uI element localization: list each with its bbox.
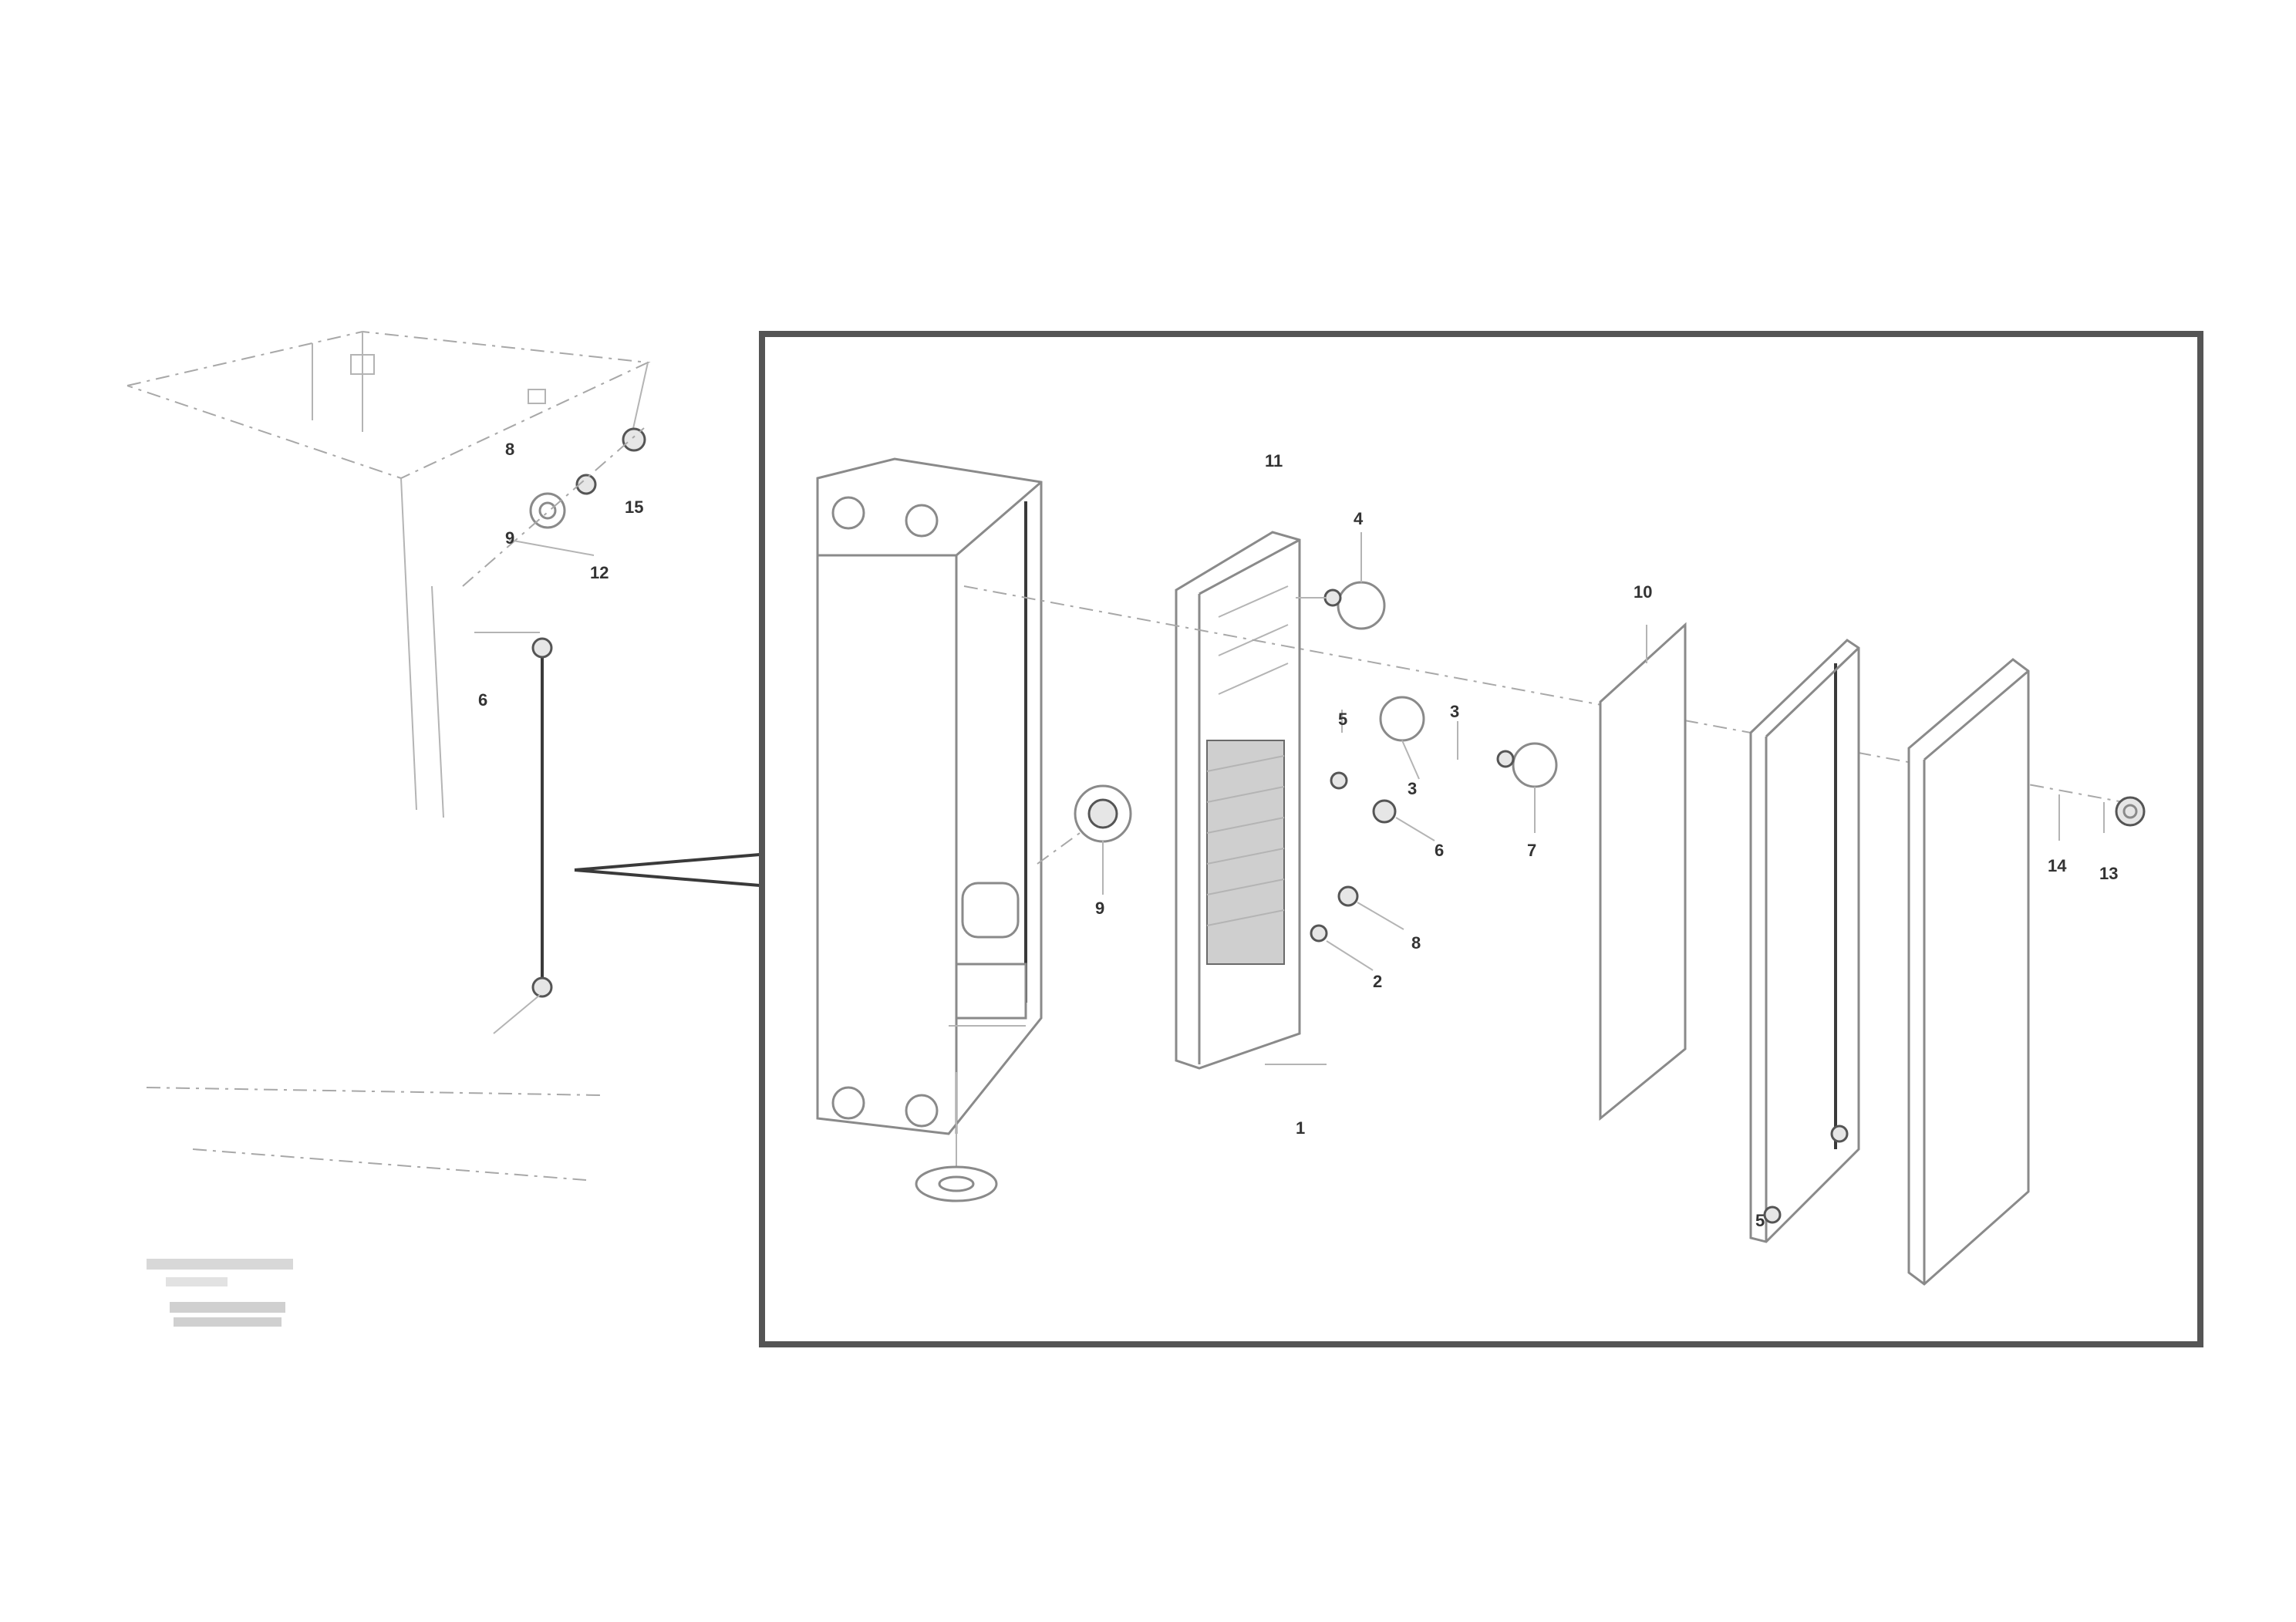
- callout-11: 9: [1095, 899, 1104, 918]
- end-fasteners: [2058, 794, 2146, 841]
- callout-18: 9: [505, 528, 514, 548]
- callout-1: 11: [1265, 451, 1283, 470]
- callout-9: 8: [1411, 933, 1421, 953]
- callout-7: 6: [1435, 841, 1444, 860]
- bottom-washer: [915, 1072, 998, 1202]
- grommet: [1037, 784, 1132, 895]
- callout-14: 13: [2099, 864, 2118, 883]
- callout-5: 3: [1450, 702, 1459, 721]
- callout-10: 2: [1373, 972, 1382, 991]
- fuse-relay-board: [1175, 531, 1327, 1070]
- bracket-fasteners: [462, 427, 646, 587]
- detail-pointer: [574, 853, 760, 887]
- callout-19: 6: [478, 690, 487, 710]
- callout-6: 3: [1408, 779, 1417, 798]
- callout-20: 5: [1755, 1211, 1765, 1230]
- callout-labels: 11 4 10 5 3 3 6 7 8 2 9 1 14 13 15 12 8 …: [478, 440, 2118, 1230]
- callout-17: 8: [505, 440, 514, 459]
- drawing-caption: [147, 1259, 293, 1327]
- detail-frame: [759, 331, 2203, 1347]
- cab-context-view: [126, 330, 651, 1181]
- callout-4: 5: [1338, 710, 1347, 729]
- vertical-rod: [474, 632, 553, 1034]
- callout-12: 1: [1296, 1118, 1305, 1138]
- callout-15: 15: [625, 497, 643, 517]
- main-housing: [816, 457, 1043, 1135]
- callout-2: 4: [1354, 509, 1364, 528]
- outer-lid: [1907, 658, 2030, 1286]
- callout-13: 14: [2048, 856, 2067, 875]
- callout-8: 7: [1527, 841, 1536, 860]
- relay-components: [1296, 532, 1558, 971]
- callout-16: 12: [590, 563, 609, 582]
- gasket-panel: [1599, 622, 1687, 1121]
- callout-3: 10: [1633, 582, 1652, 602]
- cover-frame: [1749, 639, 1860, 1243]
